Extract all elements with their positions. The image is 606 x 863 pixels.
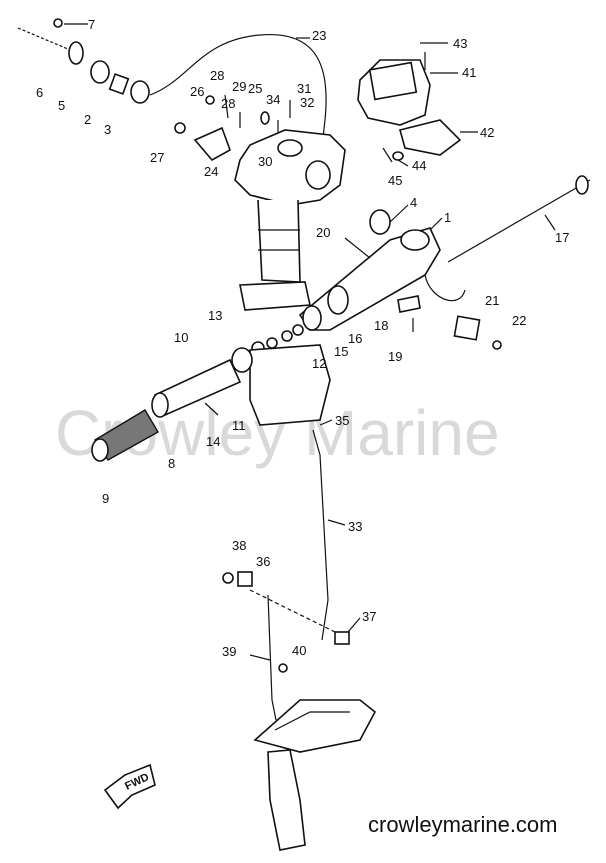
part-label: 13 <box>208 308 222 323</box>
part-label: 10 <box>174 330 188 345</box>
part-label: 14 <box>206 434 220 449</box>
part-label: 34 <box>266 92 280 107</box>
leader-lines <box>64 23 556 661</box>
part-label: 27 <box>150 150 164 165</box>
part-label: 44 <box>412 158 426 173</box>
part-label: 5 <box>58 98 65 113</box>
part-label: 18 <box>374 318 388 333</box>
parts-drawing: FWD <box>17 18 591 851</box>
part-label: 25 <box>248 81 262 96</box>
part-label: 16 <box>348 331 362 346</box>
part-label: 19 <box>388 349 402 364</box>
part-label: 23 <box>312 28 326 43</box>
part-label: 45 <box>388 173 402 188</box>
part-label: 4 <box>410 195 417 210</box>
part-label: 1 <box>444 210 451 225</box>
part-label: 39 <box>222 644 236 659</box>
part-label: 11 <box>232 418 246 433</box>
part-label: 30 <box>258 154 272 169</box>
part-label: 40 <box>292 643 306 658</box>
part-label: 26 <box>190 84 204 99</box>
part-label: 32 <box>300 95 314 110</box>
part-label: 36 <box>256 554 270 569</box>
part-label: 37 <box>362 609 376 624</box>
part-label: 29 <box>232 79 246 94</box>
part-label: 38 <box>232 538 246 553</box>
part-label: 8 <box>168 456 175 471</box>
part-label: 7 <box>88 17 95 32</box>
part-label: 31 <box>297 81 311 96</box>
part-label: 41 <box>462 65 476 80</box>
part-label: 33 <box>348 519 362 534</box>
part-label: 20 <box>316 225 330 240</box>
part-label: 17 <box>555 230 569 245</box>
part-label: 43 <box>453 36 467 51</box>
part-label: 12 <box>312 356 326 371</box>
part-label: 24 <box>204 164 218 179</box>
part-label: 9 <box>102 491 109 506</box>
part-label: 15 <box>334 344 348 359</box>
part-label: 21 <box>485 293 499 308</box>
part-labels: 28 7 6 5 2 3 23 28 26 29 25 34 31 32 27 … <box>36 17 569 659</box>
part-label: 28 <box>221 96 235 111</box>
part-label: 2 <box>84 112 91 127</box>
part-label: 22 <box>512 313 526 328</box>
website-label: crowleymarine.com <box>368 812 558 837</box>
part-label: 42 <box>480 125 494 140</box>
part-label: 3 <box>104 122 111 137</box>
part-label: 6 <box>36 85 43 100</box>
part-label: 28 <box>210 68 224 83</box>
part-label: 35 <box>335 413 349 428</box>
